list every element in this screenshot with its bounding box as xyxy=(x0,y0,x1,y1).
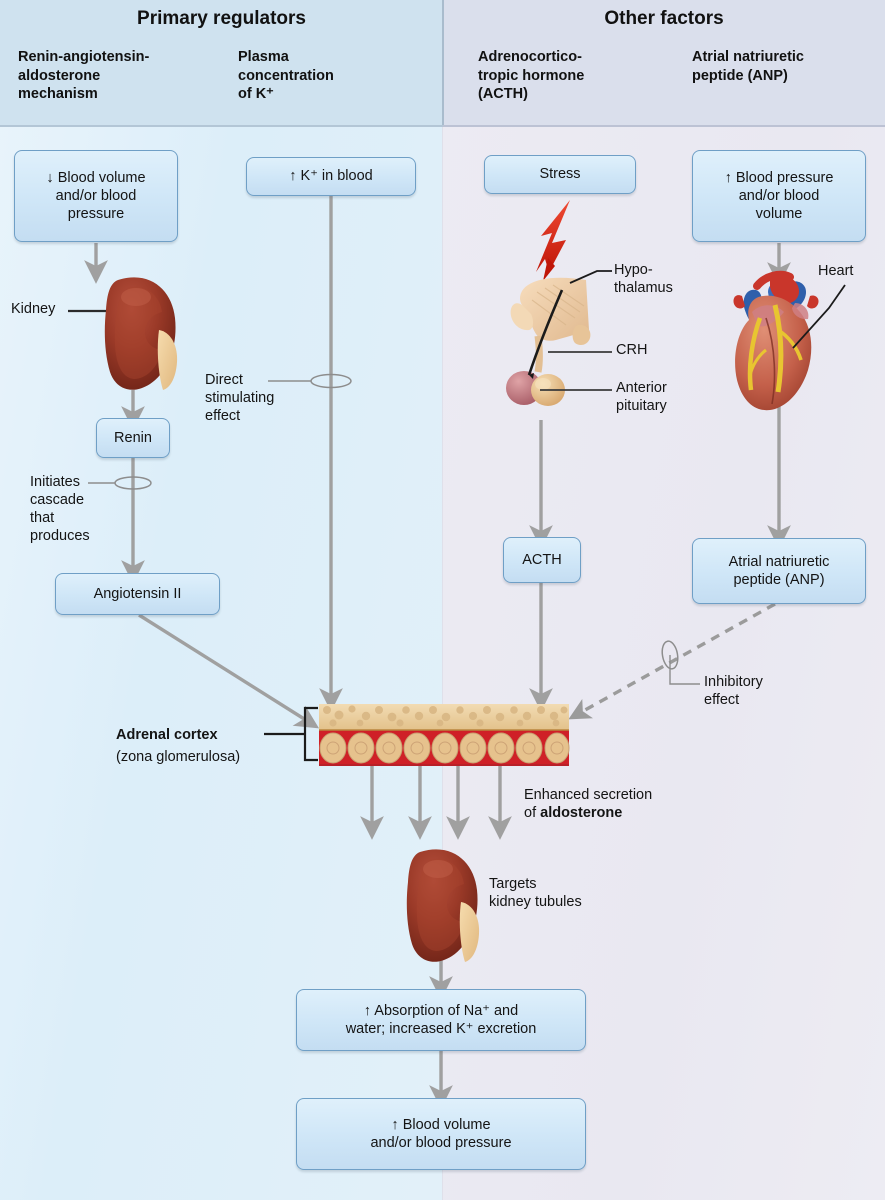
header-title-primary-regulators: Primary regulators xyxy=(137,8,306,29)
label-enhanced-secretion: Enhanced secretion of aldosterone xyxy=(524,786,754,822)
box-increased-k-in-blood[interactable]: ↑ K⁺ in blood xyxy=(246,157,416,196)
label-crh: CRH xyxy=(616,342,648,358)
box-acth[interactable]: ACTH xyxy=(503,537,581,583)
label-hypothalamus: Hypo-thalamus xyxy=(614,262,673,297)
header-band-right xyxy=(443,0,885,127)
box-angiotensin-ii[interactable]: Angiotensin II xyxy=(55,573,220,615)
column-header-acth: Adrenocortico-tropic hormone(ACTH) xyxy=(478,49,585,103)
box-renin[interactable]: Renin xyxy=(96,418,170,458)
label-adrenal-cortex: Adrenal cortex xyxy=(116,727,218,743)
label-zona-glomerulosa: (zona glomerulosa) xyxy=(116,749,241,765)
header-band-left xyxy=(0,0,443,127)
label-heart: Heart xyxy=(818,263,854,279)
header-divider xyxy=(442,0,444,125)
box-stress[interactable]: Stress xyxy=(484,155,636,194)
header-title-other-factors: Other factors xyxy=(604,8,724,29)
enhanced-secretion-aldosterone: aldosterone xyxy=(540,805,623,822)
enhanced-secretion-prefix: of xyxy=(524,805,541,822)
enhanced-secretion-line1: Enhanced secretion xyxy=(524,787,653,803)
panel-divider xyxy=(442,125,443,1200)
label-kidney: Kidney xyxy=(11,301,56,317)
